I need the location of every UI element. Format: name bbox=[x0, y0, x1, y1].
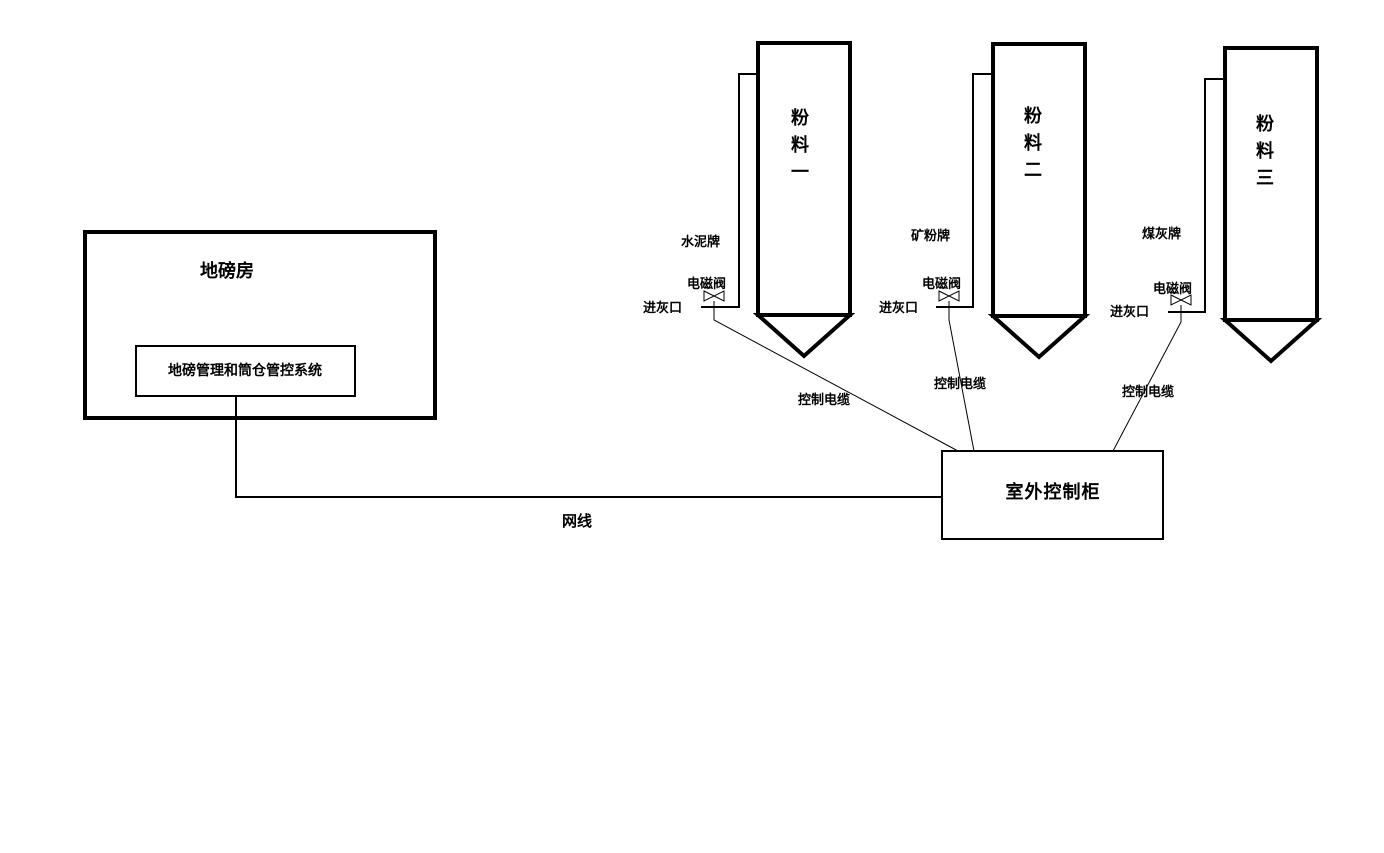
silo-3-name-1: 粉 bbox=[1256, 113, 1274, 135]
silo-1-cable-label: 控制电缆 bbox=[798, 392, 850, 408]
silo-2-feed-pipe bbox=[936, 73, 993, 308]
silo-1-valve-icon bbox=[703, 290, 725, 302]
silo-3-name-3: 三 bbox=[1256, 168, 1274, 189]
silo-1-name-1: 粉 bbox=[791, 107, 809, 129]
silo-3-valve-label: 电磁阀 bbox=[1153, 281, 1192, 297]
silo-3-inlet-label: 进灰口 bbox=[1110, 304, 1149, 320]
silo-2-valve-icon bbox=[938, 290, 960, 302]
scale-room: 地磅房 地磅管理和筒仓管控系统 bbox=[83, 230, 437, 420]
cabinet-box bbox=[941, 450, 1164, 540]
silo-2-name-3: 二 bbox=[1024, 160, 1042, 181]
silo-2-control-cable bbox=[948, 301, 975, 452]
outdoor-control-cabinet: 室外控制柜 bbox=[941, 450, 1164, 540]
scale-room-box bbox=[83, 230, 437, 420]
silo-3-control-cable bbox=[1112, 305, 1182, 452]
silo-2-cable-label: 控制电缆 bbox=[934, 376, 986, 392]
management-system-box bbox=[135, 345, 356, 397]
silo-1-control-cable bbox=[713, 301, 959, 452]
silo-2-material-label: 矿粉牌 bbox=[911, 228, 950, 244]
scale-room-title: 地磅房 bbox=[200, 260, 254, 282]
silo-1-name-3: 一 bbox=[791, 162, 809, 183]
management-system-label: 地磅管理和筒仓管控系统 bbox=[168, 362, 322, 379]
silo-2-valve-label: 电磁阀 bbox=[922, 276, 961, 292]
silo-1-feed-pipe bbox=[701, 73, 758, 308]
silo-3-cable-label: 控制电缆 bbox=[1122, 384, 1174, 400]
silo-1-material-label: 水泥牌 bbox=[681, 234, 720, 250]
silo-1-hopper bbox=[752, 313, 856, 359]
silo-3-hopper bbox=[1219, 318, 1323, 364]
silo-2-name-2: 料 bbox=[1024, 132, 1042, 154]
silo-3: 粉 料 三 煤灰牌 电磁阀 进灰口 控制电缆 bbox=[1110, 46, 1323, 452]
silo-3-valve-icon bbox=[1170, 294, 1192, 306]
silo-3-name-2: 料 bbox=[1256, 140, 1274, 162]
silo-1-valve-label: 电磁阀 bbox=[687, 276, 726, 292]
network-line bbox=[235, 397, 943, 498]
silo-2-hopper bbox=[987, 314, 1091, 360]
silo-3-material-label: 煤灰牌 bbox=[1142, 226, 1181, 242]
silo-1-name-2: 料 bbox=[791, 134, 809, 156]
cabinet-label: 室外控制柜 bbox=[1006, 481, 1101, 503]
silo-3-feed-pipe bbox=[1168, 78, 1225, 313]
network-label: 网线 bbox=[562, 512, 592, 530]
silo-2-inlet-label: 进灰口 bbox=[879, 300, 918, 316]
silo-1: 粉 料 一 水泥牌 电磁阀 进灰口 控制电缆 bbox=[643, 41, 959, 452]
silo-1-inlet-label: 进灰口 bbox=[643, 300, 682, 316]
silo-2-name-1: 粉 bbox=[1024, 105, 1042, 127]
network-cable: 网线 bbox=[235, 397, 943, 530]
silo-2: 粉 料 二 矿粉牌 电磁阀 进灰口 控制电缆 bbox=[879, 42, 1091, 452]
